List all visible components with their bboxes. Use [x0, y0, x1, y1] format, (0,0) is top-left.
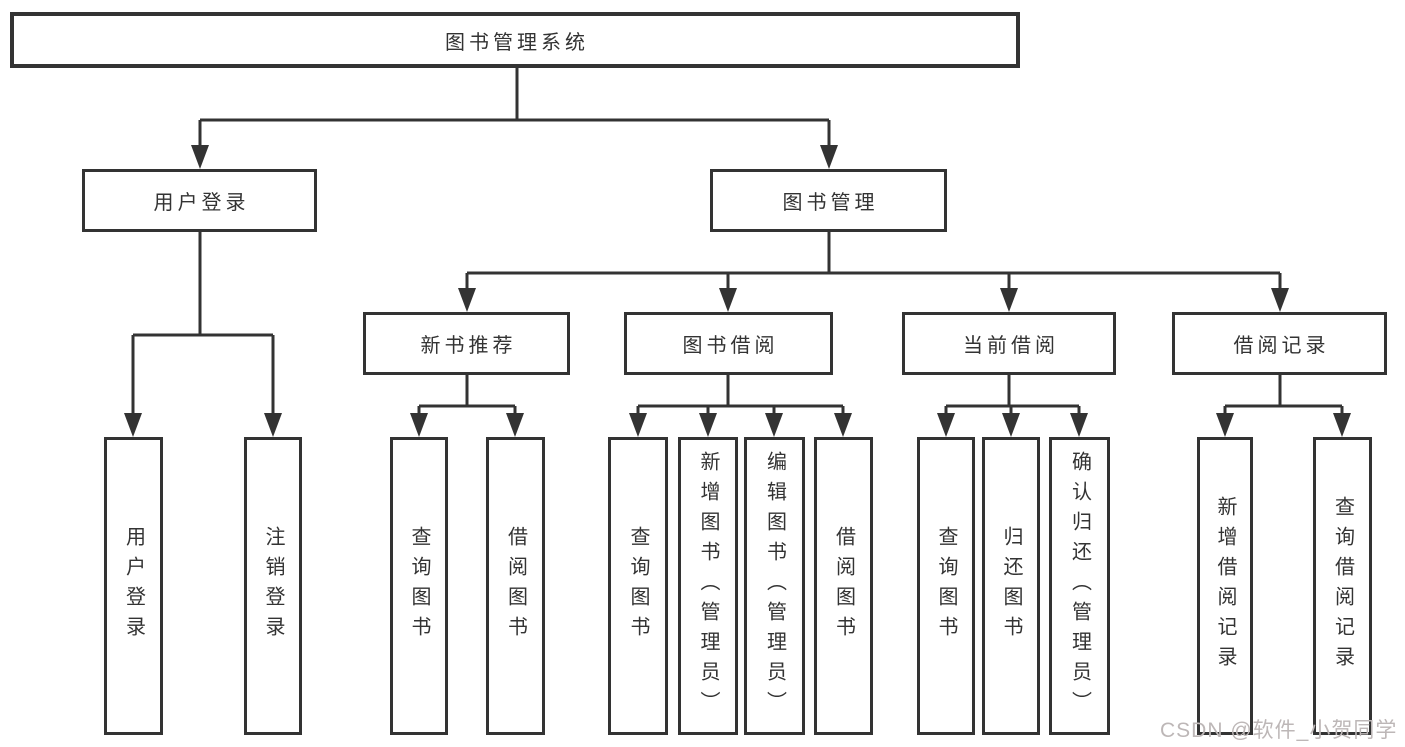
node-label: 注销登录 — [262, 526, 284, 646]
arrowhead-icon — [719, 288, 737, 312]
node-label: 编辑图书（管理员） — [763, 451, 786, 721]
connector-book-borrow-to-leaves — [629, 375, 852, 437]
node-label: 图书管理 — [782, 192, 879, 214]
arrowhead-icon — [1000, 288, 1018, 312]
node-label: 用户登录 — [122, 526, 145, 646]
node-leaf-query-books-recommend: 查询图书 — [390, 437, 448, 735]
node-root-system: 图书管理系统 — [10, 12, 1020, 68]
node-borrowing-records: 借阅记录 — [1172, 312, 1387, 375]
connector-book-mgmt-to-level3 — [458, 232, 1289, 312]
node-leaf-user-login: 用户登录 — [104, 437, 163, 735]
arrowhead-icon — [191, 145, 209, 169]
connector-root-to-level2 — [191, 68, 838, 169]
node-label: 查询图书 — [408, 526, 430, 646]
csdn-watermark: CSDN @软件_小贺同学 — [1160, 719, 1398, 742]
arrowhead-icon — [124, 413, 142, 437]
arrowhead-icon — [937, 413, 955, 437]
node-label: 新书推荐 — [420, 335, 517, 357]
node-label: 借阅图书 — [504, 526, 527, 646]
node-label: 借阅图书 — [832, 526, 855, 646]
node-leaf-query-books-current: 查询图书 — [917, 437, 975, 735]
node-label: 图书借阅 — [682, 335, 779, 357]
arrowhead-icon — [1333, 413, 1351, 437]
node-label: 查询图书 — [935, 526, 957, 646]
arrowhead-icon — [629, 413, 647, 437]
arrowhead-icon — [410, 413, 428, 437]
node-label: 新增图书（管理员） — [697, 451, 719, 721]
node-book-borrowing: 图书借阅 — [624, 312, 833, 375]
arrowhead-icon — [506, 413, 524, 437]
node-label: 当前借阅 — [963, 335, 1059, 357]
connector-user-login-to-leaves — [124, 232, 282, 437]
node-label: 归还图书 — [1000, 526, 1022, 646]
arrowhead-icon — [820, 145, 838, 169]
node-leaf-edit-books-admin: 编辑图书（管理员） — [744, 437, 805, 735]
connector-new-books-to-leaves — [410, 375, 524, 437]
arrowhead-icon — [264, 413, 282, 437]
arrowhead-icon — [834, 413, 852, 437]
node-leaf-return-books: 归还图书 — [982, 437, 1040, 735]
node-book-management: 图书管理 — [710, 169, 947, 232]
node-leaf-borrow-books: 借阅图书 — [814, 437, 873, 735]
arrowhead-icon — [458, 288, 476, 312]
arrowhead-icon — [765, 413, 783, 437]
node-leaf-borrow-books-recommend: 借阅图书 — [486, 437, 545, 735]
node-user-login: 用户登录 — [82, 169, 317, 232]
connector-current-borrow-to-leaves — [937, 375, 1088, 437]
node-leaf-query-books-borrow: 查询图书 — [608, 437, 668, 735]
arrowhead-icon — [1002, 413, 1020, 437]
arrowhead-icon — [1271, 288, 1289, 312]
node-leaf-confirm-return-admin: 确认归还（管理员） — [1049, 437, 1110, 735]
node-label: 查询借阅记录 — [1331, 496, 1354, 676]
node-leaf-logout: 注销登录 — [244, 437, 302, 735]
connector-borrow-records-to-leaves — [1216, 375, 1351, 437]
node-label: 图书管理系统 — [445, 31, 589, 54]
arrowhead-icon — [1070, 413, 1088, 437]
node-new-book-recommend: 新书推荐 — [363, 312, 570, 375]
node-leaf-query-borrow-record: 查询借阅记录 — [1313, 437, 1372, 735]
node-label: 用户登录 — [153, 192, 250, 214]
node-current-borrowing: 当前借阅 — [902, 312, 1116, 375]
node-leaf-add-books-admin: 新增图书（管理员） — [678, 437, 738, 735]
node-label: 查询图书 — [627, 526, 649, 646]
node-label: 确认归还（管理员） — [1068, 451, 1091, 721]
node-label: 新增借阅记录 — [1214, 496, 1236, 676]
arrowhead-icon — [1216, 413, 1234, 437]
node-label: 借阅记录 — [1233, 335, 1330, 357]
arrowhead-icon — [699, 413, 717, 437]
node-leaf-add-borrow-record: 新增借阅记录 — [1197, 437, 1253, 735]
